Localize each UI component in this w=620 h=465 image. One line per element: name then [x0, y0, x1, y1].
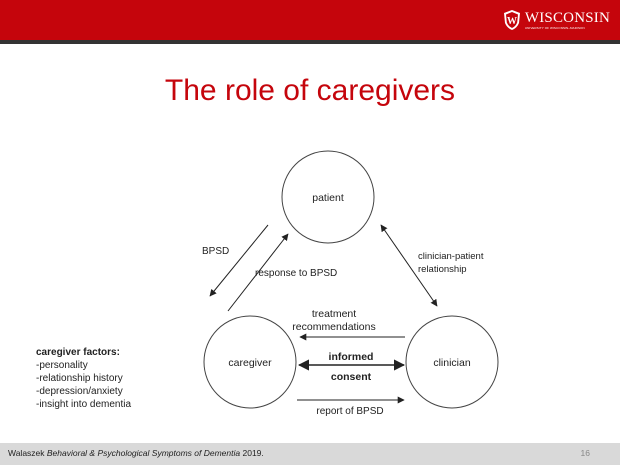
logo-subtext: UNIVERSITY OF WISCONSIN–MADISON: [524, 25, 585, 30]
patient-label: patient: [312, 192, 344, 204]
response-label: response to BPSD: [255, 268, 337, 279]
bpsd-label: BPSD: [202, 246, 229, 257]
caregiver-factors: caregiver factors: -personality -relatio…: [36, 346, 131, 411]
relationship-arrow: [380, 224, 438, 307]
crest-icon: W: [503, 10, 520, 30]
caregiver-factors-heading: caregiver factors:: [36, 347, 120, 358]
citation-author: Walaszek: [8, 448, 47, 458]
logo-text: WISCONSIN: [524, 9, 610, 26]
header-bar: W WISCONSIN UNIVERSITY OF WISCONSIN–MADI…: [0, 0, 620, 40]
consent-label-line1: informed: [329, 351, 374, 363]
factor-item: -depression/anxiety: [36, 386, 123, 397]
patient-node: [281, 150, 375, 244]
citation: Walaszek Behavioral & Psychological Symp…: [8, 448, 264, 458]
slide-title: The role of caregivers: [164, 74, 456, 107]
report-label: report of BPSD: [316, 406, 383, 417]
caregiver-label: caregiver: [228, 357, 272, 369]
caregiver-node: [203, 315, 297, 409]
page-number: 16: [580, 448, 590, 458]
factor-item: -personality: [36, 360, 88, 371]
crest-letter: W: [507, 16, 517, 27]
citation-year: 2019.: [240, 448, 264, 458]
treatment-label-line2: recommendations: [292, 321, 375, 333]
response-arrow: [227, 233, 289, 312]
footer-bar: Walaszek Behavioral & Psychological Symp…: [0, 443, 620, 465]
university-logo: W WISCONSIN UNIVERSITY OF WISCONSIN–MADI…: [502, 9, 610, 31]
consent-label-line2: consent: [331, 371, 372, 383]
treatment-label-line1: treatment: [312, 308, 356, 320]
factor-item: -insight into dementia: [36, 399, 132, 410]
header-divider: [0, 40, 620, 44]
clinician-label: clinician: [433, 357, 471, 369]
clinician-node: [405, 315, 499, 409]
factor-item: -relationship history: [36, 373, 123, 384]
relationship-label-line1: clinician-patient: [418, 251, 484, 262]
citation-journal: Behavioral & Psychological Symptoms of D…: [46, 448, 241, 458]
bpsd-arrow: [209, 224, 269, 297]
relationship-label-line2: relationship: [418, 264, 467, 275]
